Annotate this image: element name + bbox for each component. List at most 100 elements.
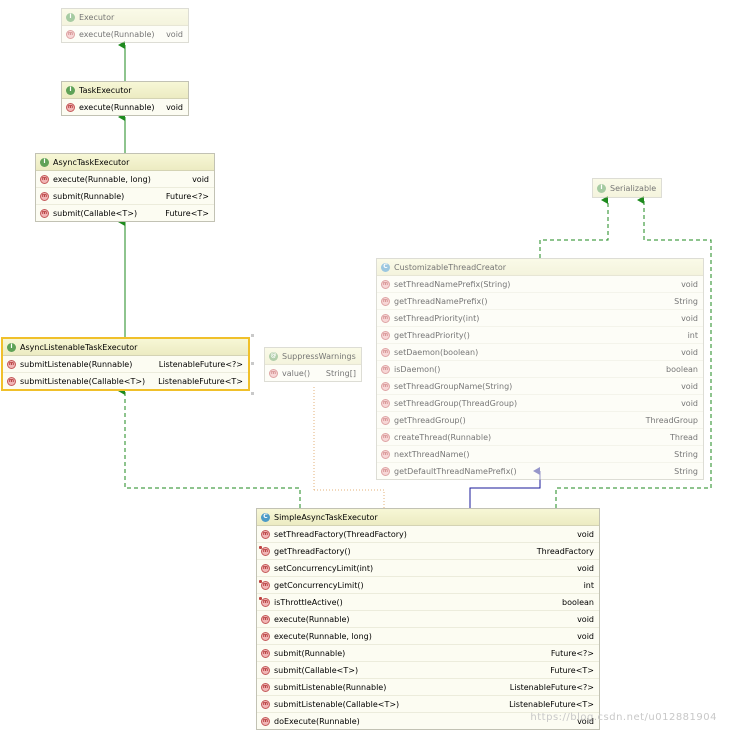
method-row[interactable]: m submitListenable(Callable<T>) Listenab… <box>3 373 248 389</box>
method-type: void <box>166 102 183 112</box>
method-type: void <box>577 614 594 624</box>
selection-handle[interactable] <box>251 334 254 337</box>
method-icon: m <box>269 368 278 378</box>
link-customizable-serializable <box>539 196 609 258</box>
method-name: submit(Runnable) <box>53 191 125 201</box>
method-row[interactable]: m execute(Runnable) void <box>62 99 188 115</box>
method-name: isThrottleActive() <box>274 597 343 607</box>
executor-title: Executor <box>79 12 115 22</box>
method-name: execute(Runnable) <box>79 102 155 112</box>
executor-header: I Executor <box>62 9 188 26</box>
suppress-warnings-annotation-box[interactable]: @ SuppressWarnings m value() String[] <box>264 347 362 382</box>
method-row[interactable]: m submitListenable(Runnable) ListenableF… <box>3 356 248 373</box>
customizable-thread-creator-title: CustomizableThreadCreator <box>394 262 507 272</box>
method-type: String <box>674 466 698 476</box>
method-icon: m <box>261 529 270 539</box>
link-simple-suppresswarnings-2 <box>314 489 385 508</box>
method-type: String <box>674 296 698 306</box>
selection-handle[interactable] <box>251 392 254 395</box>
method-name: submit(Callable<T>) <box>274 665 359 675</box>
method-name: setThreadNamePrefix(String) <box>394 279 511 289</box>
method-type: String[] <box>325 368 356 378</box>
method-row[interactable]: m submit(Callable<T>) Future<T> <box>36 205 214 221</box>
method-icon: m <box>261 563 270 573</box>
task-executor-title: TaskExecutor <box>79 85 132 95</box>
method-type: int <box>687 330 698 340</box>
async-listenable-task-executor-title: AsyncListenableTaskExecutor <box>20 342 138 352</box>
interface-icon: I <box>7 342 16 352</box>
method-type: boolean <box>562 597 594 607</box>
method-row[interactable]: m setConcurrencyLimit(int) void <box>257 560 599 577</box>
method-icon: m <box>381 330 390 340</box>
serializable-interface-box[interactable]: I Serializable <box>592 178 662 198</box>
suppress-warnings-title: SuppressWarnings <box>282 351 356 361</box>
method-name: createThread(Runnable) <box>394 432 492 442</box>
method-type: Future<T> <box>165 208 209 218</box>
async-listenable-task-executor-interface-box[interactable]: I AsyncListenableTaskExecutor m submitLi… <box>1 337 250 391</box>
method-name: setThreadGroup(ThreadGroup) <box>394 398 518 408</box>
method-icon: m <box>381 432 390 442</box>
executor-interface-box[interactable]: I Executor m execute(Runnable) void <box>61 8 189 43</box>
method-name: execute(Runnable) <box>79 29 155 39</box>
method-name: value() <box>282 368 311 378</box>
method-type: void <box>577 529 594 539</box>
method-icon: m <box>259 579 270 590</box>
method-icon: m <box>261 716 270 726</box>
method-type: ListenableFuture<?> <box>509 682 594 692</box>
method-icon: m <box>381 279 390 289</box>
method-icon: m <box>259 545 270 556</box>
selection-handle[interactable] <box>251 362 254 365</box>
method-name: submit(Callable<T>) <box>53 208 138 218</box>
task-executor-interface-box[interactable]: I TaskExecutor m execute(Runnable) void <box>61 81 189 116</box>
method-icon: m <box>40 191 49 201</box>
method-name: setConcurrencyLimit(int) <box>274 563 374 573</box>
method-name: getDefaultThreadNamePrefix() <box>394 466 517 476</box>
serializable-title: Serializable <box>610 183 657 193</box>
method-name: setThreadPriority(int) <box>394 313 480 323</box>
method-type: void <box>192 174 209 184</box>
watermark: https://blog.csdn.net/u012881904 <box>530 712 717 723</box>
method-type: String <box>674 449 698 459</box>
method-icon: m <box>40 208 49 218</box>
link-simple-serializable <box>555 196 712 508</box>
method-type: void <box>681 347 698 357</box>
interface-icon: I <box>40 157 49 167</box>
async-task-executor-interface-box[interactable]: I AsyncTaskExecutor m execute(Runnable, … <box>35 153 215 222</box>
method-row[interactable]: m execute(Runnable, long) void <box>36 171 214 188</box>
method-icon: m <box>7 359 16 369</box>
method-row[interactable]: m value() String[] <box>265 365 361 381</box>
method-type: int <box>583 580 594 590</box>
method-row[interactable]: m execute(Runnable) void <box>62 26 188 42</box>
method-name: submitListenable(Callable<T>) <box>20 376 146 386</box>
method-name: execute(Runnable, long) <box>53 174 151 184</box>
method-icon: m <box>66 102 75 112</box>
method-name: execute(Runnable, long) <box>274 631 372 641</box>
method-row[interactable]: m submit(Runnable) Future<?> <box>36 188 214 205</box>
method-type: void <box>577 563 594 573</box>
method-name: doExecute(Runnable) <box>274 716 360 726</box>
